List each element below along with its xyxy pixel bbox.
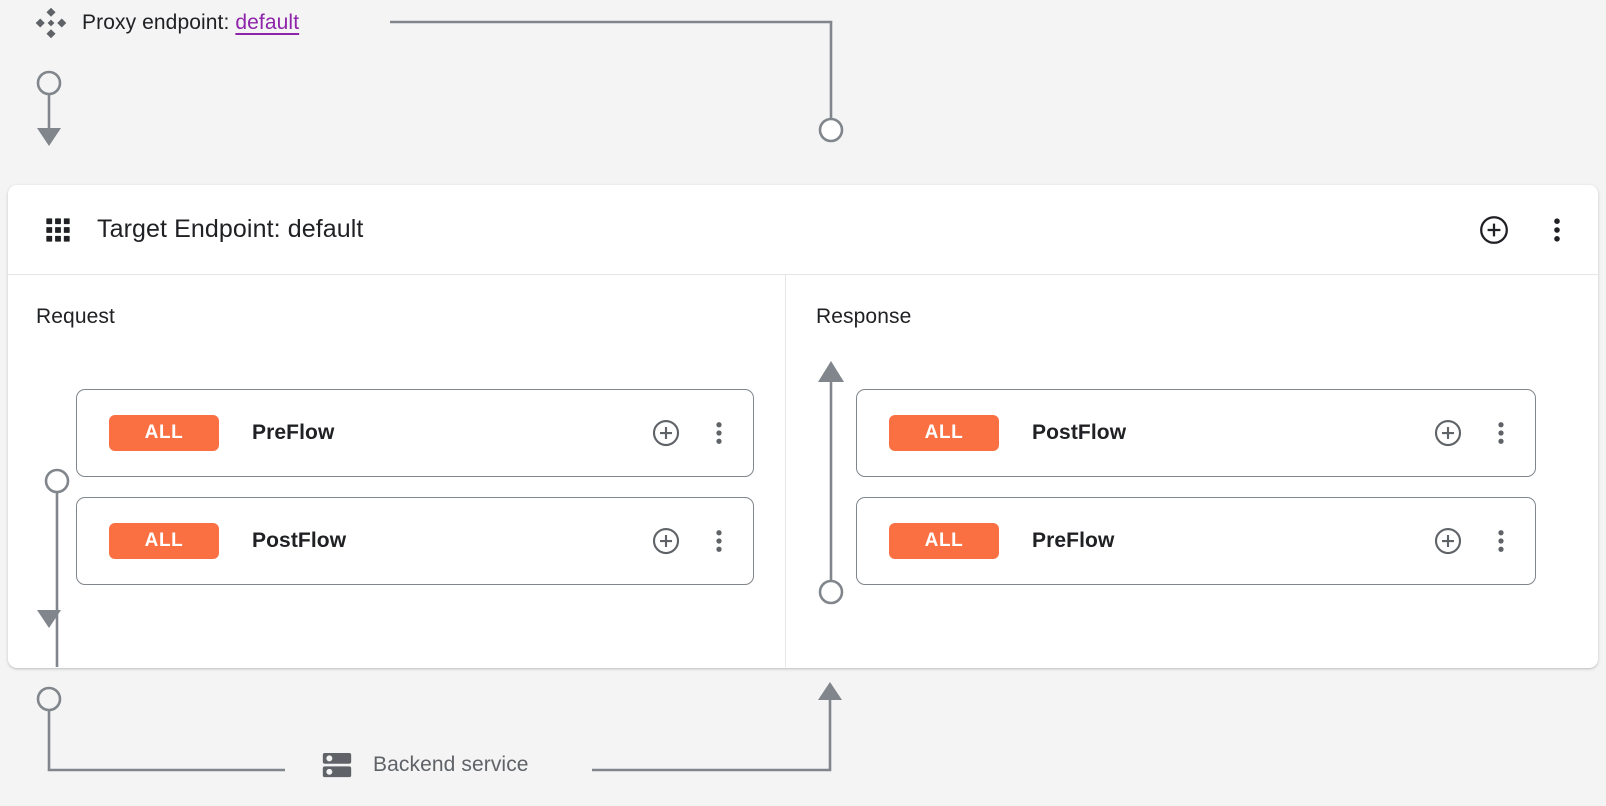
flow-columns: Request ALL PreFlow	[8, 275, 1598, 667]
grid-dots-icon	[46, 217, 70, 242]
flow-badge: ALL	[109, 523, 219, 559]
connector-node-request-in	[36, 70, 62, 96]
flow-row[interactable]: ALL PreFlow	[76, 389, 754, 477]
flow-row-actions	[651, 526, 731, 556]
more-vert-icon[interactable]	[707, 418, 731, 448]
proxy-endpoint-prefix: Proxy endpoint:	[82, 11, 230, 34]
arrowhead-down-into-target	[37, 128, 61, 146]
response-flow-arrow	[818, 361, 844, 605]
flow-badge: ALL	[889, 523, 999, 559]
flow-name: PostFlow	[1032, 421, 1127, 444]
target-endpoint-card: Target Endpoint: default Request	[8, 185, 1598, 668]
flow-badge: ALL	[109, 415, 219, 451]
server-rack-icon	[322, 752, 352, 778]
response-column: Response ALL PostFlow	[786, 275, 1598, 667]
connector-node-backend-out	[36, 686, 62, 712]
plus-circle-icon[interactable]	[1478, 214, 1510, 246]
response-column-title: Response	[816, 305, 912, 328]
flow-row[interactable]: ALL PreFlow	[856, 497, 1536, 585]
backend-service-node[interactable]: Backend service	[320, 748, 529, 782]
target-endpoint-header-actions	[1478, 214, 1570, 246]
arrowhead-up-into-target	[818, 682, 842, 700]
connector-node-proxy-out	[818, 117, 844, 143]
target-endpoint-title: Target Endpoint: default	[97, 215, 364, 243]
request-flow-rows: ALL PreFlow ALL	[76, 389, 754, 605]
plus-circle-icon[interactable]	[651, 418, 681, 448]
proxy-endpoint-label: Proxy endpoint: default	[82, 11, 299, 35]
request-column-title: Request	[36, 305, 115, 328]
request-flow-arrow	[44, 468, 70, 667]
request-arrow-terminal	[37, 610, 61, 628]
diamond-cluster-icon	[35, 7, 67, 39]
target-endpoint-header: Target Endpoint: default	[8, 185, 1598, 275]
more-vert-icon[interactable]	[707, 526, 731, 556]
flow-name: PreFlow	[252, 421, 335, 444]
proxy-endpoint-link[interactable]: default	[235, 11, 300, 34]
proxy-endpoint-row: Proxy endpoint: default	[34, 6, 299, 40]
response-flow-rows: ALL PostFlow ALL	[856, 389, 1536, 605]
flow-row[interactable]: ALL PostFlow	[76, 497, 754, 585]
flow-name: PreFlow	[1032, 529, 1115, 552]
more-vert-icon[interactable]	[1544, 214, 1570, 246]
flow-row-actions	[1433, 418, 1513, 448]
plus-circle-icon[interactable]	[1433, 418, 1463, 448]
more-vert-icon[interactable]	[1489, 418, 1513, 448]
flow-row-actions	[651, 418, 731, 448]
plus-circle-icon[interactable]	[1433, 526, 1463, 556]
flow-row-actions	[1433, 526, 1513, 556]
more-vert-icon[interactable]	[1489, 526, 1513, 556]
flow-badge: ALL	[889, 415, 999, 451]
backend-service-label: Backend service	[373, 753, 529, 776]
plus-circle-icon[interactable]	[651, 526, 681, 556]
flow-row[interactable]: ALL PostFlow	[856, 389, 1536, 477]
flow-name: PostFlow	[252, 529, 347, 552]
request-column: Request ALL PreFlow	[8, 275, 786, 667]
